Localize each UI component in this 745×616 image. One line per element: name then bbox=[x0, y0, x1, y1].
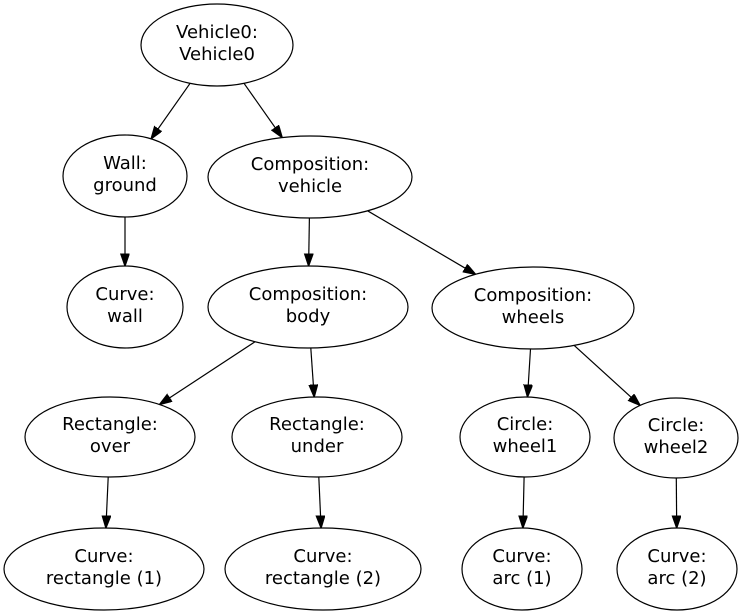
node-ellipse bbox=[461, 527, 583, 611]
node-ellipse bbox=[231, 396, 403, 478]
node-label-line2: Vehicle0 bbox=[179, 44, 255, 65]
node-ellipse bbox=[140, 3, 294, 87]
edge-rectangle-under-to-curve-rectangle-2 bbox=[319, 476, 321, 528]
node-ellipse bbox=[66, 265, 184, 349]
node-curve-rectangle-1: Curve:rectangle (1) bbox=[3, 527, 205, 611]
node-label-line2: body bbox=[286, 306, 331, 327]
edge-composition-vehicle-to-composition-body bbox=[309, 217, 310, 266]
node-curve-wall: Curve:wall bbox=[66, 265, 184, 349]
node-circle-wheel2: Circle:wheel2 bbox=[613, 397, 739, 479]
node-curve-rectangle-2: Curve:rectangle (2) bbox=[224, 527, 422, 611]
node-wall-ground: Wall:ground bbox=[62, 134, 188, 218]
node-composition-vehicle: Composition:vehicle bbox=[207, 135, 413, 219]
edge-composition-vehicle-to-composition-wheels bbox=[367, 210, 476, 274]
edges-layer bbox=[106, 82, 677, 528]
edge-composition-body-to-rectangle-under bbox=[311, 347, 314, 397]
edge-composition-wheels-to-circle-wheel2 bbox=[573, 344, 640, 405]
node-vehicle0: Vehicle0:Vehicle0 bbox=[140, 3, 294, 87]
nodes-layer: Vehicle0:Vehicle0Wall:groundComposition:… bbox=[3, 3, 739, 611]
node-label-line2: over bbox=[90, 436, 131, 457]
node-curve-arc-2: Curve:arc (2) bbox=[616, 527, 738, 611]
node-ellipse bbox=[613, 397, 739, 479]
node-label-line1: Curve: bbox=[74, 546, 133, 567]
node-ellipse bbox=[3, 527, 205, 611]
node-label-line1: Circle: bbox=[648, 415, 705, 436]
edge-vehicle0-to-wall-ground bbox=[151, 82, 191, 139]
node-label-line1: Vehicle0: bbox=[176, 22, 258, 43]
node-rectangle-under: Rectangle:under bbox=[231, 396, 403, 478]
node-label-line2: arc (1) bbox=[492, 568, 551, 589]
node-composition-wheels: Composition:wheels bbox=[431, 266, 635, 350]
node-ellipse bbox=[431, 266, 635, 350]
node-label-line2: vehicle bbox=[278, 176, 342, 197]
node-label-line1: Rectangle: bbox=[269, 414, 365, 435]
node-curve-arc-1: Curve:arc (1) bbox=[461, 527, 583, 611]
node-ellipse bbox=[459, 396, 591, 478]
node-label-line1: Composition: bbox=[251, 154, 369, 175]
node-label-line1: Curve: bbox=[293, 546, 352, 567]
node-label-line1: Curve: bbox=[647, 546, 706, 567]
node-label-line2: wheel2 bbox=[644, 437, 709, 458]
node-label-line2: under bbox=[291, 436, 344, 457]
edge-vehicle0-to-composition-vehicle bbox=[243, 82, 282, 137]
node-rectangle-over: Rectangle:over bbox=[24, 396, 196, 478]
node-ellipse bbox=[207, 265, 409, 349]
node-label-line2: wall bbox=[107, 306, 143, 327]
node-ellipse bbox=[207, 135, 413, 219]
node-circle-wheel1: Circle:wheel1 bbox=[459, 396, 591, 478]
node-ellipse bbox=[224, 527, 422, 611]
node-label-line2: arc (2) bbox=[647, 568, 706, 589]
node-label-line1: Circle: bbox=[497, 414, 554, 435]
node-label-line1: Curve: bbox=[492, 546, 551, 567]
node-ellipse bbox=[24, 396, 196, 478]
node-composition-body: Composition:body bbox=[207, 265, 409, 349]
edge-composition-body-to-rectangle-over bbox=[160, 341, 256, 405]
node-label-line1: Wall: bbox=[103, 153, 147, 174]
node-label-line1: Rectangle: bbox=[62, 414, 158, 435]
node-ellipse bbox=[616, 527, 738, 611]
node-label-line2: rectangle (2) bbox=[265, 568, 381, 589]
node-label-line2: rectangle (1) bbox=[46, 568, 162, 589]
node-label-line1: Curve: bbox=[95, 284, 154, 305]
edge-circle-wheel1-to-curve-arc-1 bbox=[523, 476, 524, 528]
node-label-line1: Composition: bbox=[249, 284, 367, 305]
node-ellipse bbox=[62, 134, 188, 218]
node-label-line2: wheels bbox=[502, 307, 565, 328]
edge-rectangle-over-to-curve-rectangle-1 bbox=[106, 476, 108, 528]
node-label-line2: ground bbox=[93, 175, 157, 196]
node-label-line1: Composition: bbox=[474, 285, 592, 306]
node-label-line2: wheel1 bbox=[493, 436, 558, 457]
edge-composition-wheels-to-circle-wheel1 bbox=[528, 348, 531, 397]
